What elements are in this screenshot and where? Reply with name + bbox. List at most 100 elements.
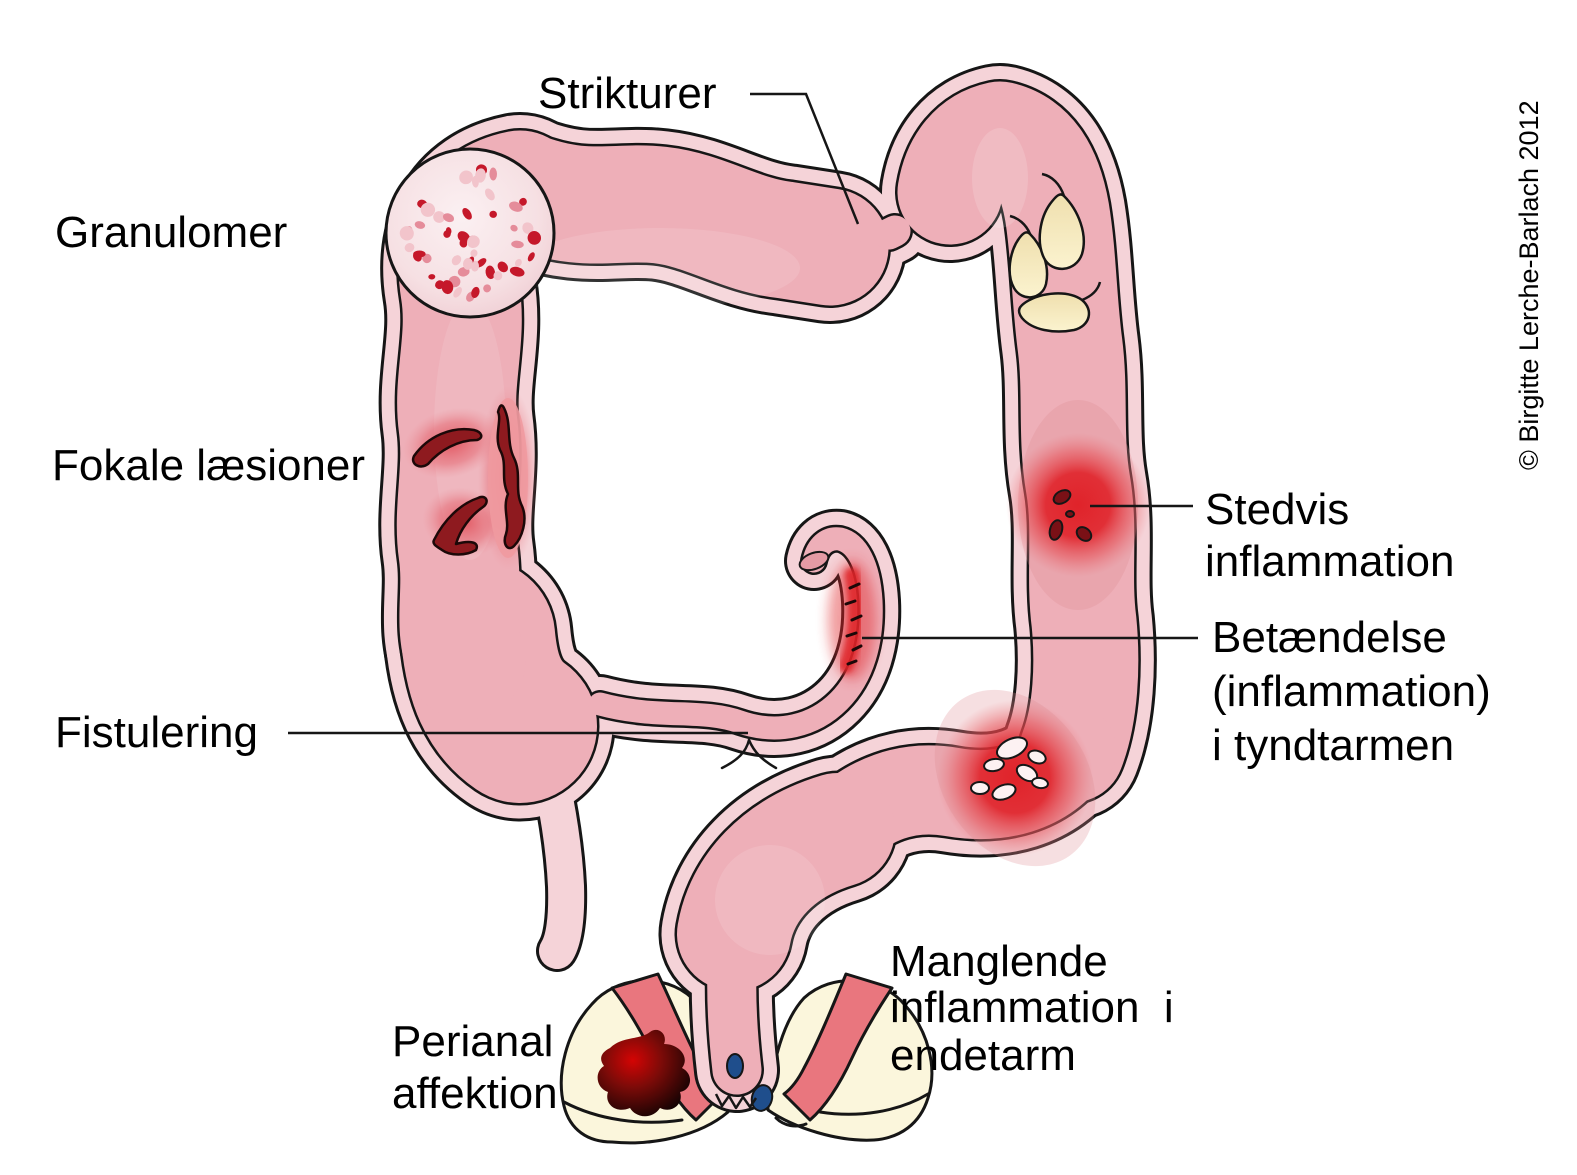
fat-blob [1008,231,1049,299]
granuloma-dot [489,167,498,181]
label-perianal-line2: affektion [392,1069,558,1118]
blue-nodule [750,1084,774,1112]
granuloma-dot [485,188,495,201]
granuloma-dot [457,231,470,244]
granuloma-dot [493,271,503,281]
leader-lines [288,92,1198,735]
fat-deposits [1008,172,1102,333]
ileum-open-end [798,550,830,572]
stedvis-inflammation-patch [1006,400,1150,610]
label-perianal-line1: Perianal [392,1017,553,1066]
leader-strikturer [750,92,860,225]
labels: Strikturer Granulomer Fokale læsioner Fi… [52,69,1544,1118]
terminal-ileum-lumen [588,527,883,740]
granuloma-dot [514,258,522,267]
label-stedvis-line2: inflammation [1205,537,1454,586]
transverse-colon-lumen [461,131,889,306]
granuloma-dot [414,221,426,229]
label-stedvis-line1: Stedvis [1205,485,1349,534]
granuloma-circle [384,147,556,319]
white-oval [996,736,1028,760]
label-betaendelse-line1: Betændelse [1212,613,1447,662]
perianal-abscess [597,1029,691,1117]
granuloma-dots [399,164,542,302]
dark-spot [1065,510,1075,518]
label-granulomer: Granulomer [55,208,287,257]
granuloma-dot [497,261,509,273]
granuloma-dot [428,274,436,280]
granuloma-dot [459,170,473,185]
granuloma-dot [420,202,436,217]
fat-blob-tail [1041,172,1066,197]
label-fistulering: Fistulering [55,708,258,757]
granuloma-dot [527,252,535,262]
granuloma-dot [435,280,445,290]
label-fokale-laesioner: Fokale læsioner [52,441,365,490]
highlight [520,228,800,308]
granuloma-dot [467,235,480,249]
granuloma-dot [527,231,542,245]
granuloma-dot [489,210,497,218]
label-betaendelse-line2: (inflammation) [1212,667,1491,716]
granuloma-dot [413,250,426,258]
anal-canal-lumen [707,909,762,1095]
granuloma-dot [399,226,414,241]
lesion-slit [496,404,526,550]
label-manglende-line1: Manglende [890,937,1108,986]
intestine-details [384,128,1150,1117]
lesion-slit [411,427,483,468]
granuloma-dot [451,255,462,266]
white-oval [991,783,1017,801]
copyright-text: © Birgitte Lerche-Barlach 2012 [1514,100,1544,470]
granuloma-dot [519,197,527,206]
fat-blob-tail [1009,214,1032,235]
label-betaendelse-line3: i tyndtarmen [1212,721,1454,770]
granuloma-dot [483,284,492,293]
label-strikturer: Strikturer [538,69,716,118]
fat-blob [1017,292,1091,333]
anal-verge-squiggle [714,1093,758,1110]
granuloma-dot [462,207,472,220]
highlight [972,128,1028,228]
blue-nodule [726,1053,744,1079]
inflammation-glow [937,700,1093,856]
granuloma-dot [511,240,524,249]
fistula-pinch [720,738,778,770]
dark-spot [1052,489,1072,505]
ileum-inflammation [828,560,876,680]
white-oval [970,781,990,795]
stricture-bulb-lumen [873,215,911,250]
buttock-crease-lines [562,1092,930,1128]
granuloma-lens [384,147,556,319]
granuloma-dot [522,222,534,235]
fat-blob [1038,193,1086,270]
granuloma-dot [453,287,462,298]
granuloma-dot [485,265,496,280]
descending-colon-lumen [897,81,1139,803]
granuloma-dot [510,224,518,232]
granuloma-dot [422,253,432,264]
sigmoid-inflammation-patch [934,689,1096,867]
granuloma-dot [441,280,454,295]
white-oval [1027,749,1047,765]
granuloma-dot [404,243,415,253]
white-oval [983,757,1005,773]
granuloma-dot [470,249,478,257]
granuloma-dot [509,266,525,277]
label-manglende-line3: endetarm [890,1031,1076,1080]
dark-spot [1048,519,1064,541]
granuloma-dot [462,257,474,270]
fat-blob-tail [1081,281,1102,302]
granuloma-dot [442,213,455,223]
granuloma-dot [509,201,523,212]
white-oval [1031,776,1049,790]
granuloma-dot [475,168,486,183]
lesion-slit [432,495,488,556]
focal-lesions [402,386,538,570]
stricture-nub-lumen [818,229,861,259]
granuloma-dot [433,211,445,223]
dark-spot [1075,526,1093,542]
granuloma-dot [471,286,480,298]
highlight [715,845,825,955]
